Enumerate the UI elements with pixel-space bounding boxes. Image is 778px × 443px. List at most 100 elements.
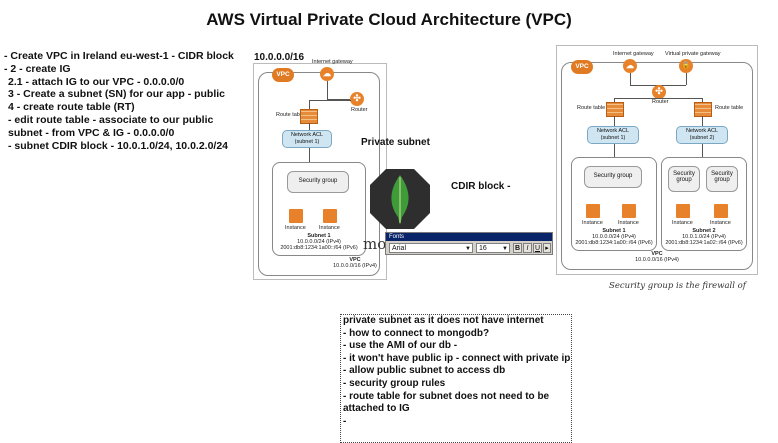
note-line: - how to connect to mongodb? [343, 327, 490, 339]
mongodb-leaf-icon [370, 169, 430, 229]
note-line: - route table for subnet does not need t… [343, 390, 550, 402]
connector [702, 98, 703, 103]
vpc-diagram-left: VPC Internet gateway ☁ ✣ Router Route ta… [253, 59, 387, 280]
security-group-box: Security group [584, 166, 642, 188]
router-label: Router [652, 99, 669, 105]
vpc-footer: VPC [349, 257, 361, 263]
network-acl-subnet: (subnet 1) [600, 135, 626, 141]
router-label: Router [351, 107, 368, 113]
font-size-select[interactable]: 16 ▼ [476, 243, 510, 253]
route-table-label: Route table [715, 105, 744, 111]
security-group-box: Security group [287, 171, 349, 193]
instance-icon [714, 204, 728, 218]
font-name-select[interactable]: Arial ▼ [389, 243, 473, 253]
chevron-down-icon[interactable]: ▼ [502, 246, 508, 252]
subnet-box: Security group Instance Instance Subnet … [571, 157, 657, 251]
network-acl: Network ACL (subnet 2) [676, 126, 728, 144]
connector [309, 100, 310, 111]
subnet-ipv6: 2001:db8:1234:1a02::/64 (IPv6) [665, 240, 743, 246]
route-table-icon [606, 102, 624, 117]
mongo-partial-text: mo [363, 235, 387, 253]
connector [702, 116, 703, 126]
router-icon: ✣ [350, 92, 364, 106]
instance-label: Instance [672, 220, 693, 226]
instance-label: Instance [710, 220, 731, 226]
connector [309, 148, 310, 162]
underline-button[interactable]: U [533, 243, 542, 253]
note-line: - edit route table - associate to our pu… [8, 113, 214, 126]
setup-notes: - Create VPC in Ireland eu-west-1 - CIDR… [4, 50, 244, 152]
subnet-title: Subnet 1 [307, 233, 331, 239]
subnet-ipv6: 2001:db8:1234:1a00::/64 (IPv6) [575, 240, 653, 246]
note-line: - it won't have public ip - connect with… [343, 352, 571, 364]
connector [614, 98, 702, 99]
bold-button[interactable]: B [513, 243, 522, 253]
connector [702, 144, 703, 157]
note-line: - security group rules [343, 377, 446, 389]
subnet-box: Security group Security group Instance I… [661, 157, 747, 251]
internet-gateway-label: Internet gateway [613, 51, 654, 57]
notes-textbox[interactable]: private subnet as it does not have inter… [340, 314, 572, 443]
security-group-caption: Security group is the firewall of [609, 281, 746, 291]
network-acl-label: Network ACL [596, 128, 630, 134]
route-table-label: Route table [577, 105, 606, 111]
instance-label: Instance [285, 225, 306, 231]
note-line: - subnet CDIR block - 10.0.1.0/24, 10.0.… [8, 139, 229, 152]
subnet-box: Security group Instance Instance Subnet … [272, 162, 366, 256]
note-line: 3 - Create a subnet (SN) for our app - p… [8, 88, 226, 101]
private-subnet-label: Private subnet [361, 137, 430, 148]
font-toolbar-title[interactable]: Fonts [386, 233, 552, 241]
subnet-ipv4: 10.0.1.0/24 (IPv4) [682, 234, 726, 240]
network-acl: Network ACL (subnet 1) [587, 126, 639, 144]
connector [686, 73, 687, 85]
connector [630, 73, 631, 85]
note-line: private subnet as it does not have inter… [343, 315, 544, 326]
vpc-badge: VPC [571, 60, 593, 74]
connector [614, 116, 615, 126]
vpc-footer: VPC [651, 251, 663, 257]
vpc-badge: VPC [272, 68, 294, 82]
internet-gateway-label: Internet gateway [312, 59, 353, 65]
internet-gateway-icon: ☁ [320, 67, 334, 81]
font-toolbar[interactable]: Fonts Arial ▼ 16 ▼ B I U ▸ [385, 232, 553, 255]
instance-icon [586, 204, 600, 218]
connector [327, 81, 328, 99]
note-line: - 2 - create IG [4, 62, 71, 75]
instance-icon [289, 209, 303, 223]
note-line: - Create VPC in Ireland eu-west-1 - CIDR… [4, 50, 234, 62]
note-line: 2.1 - attach IG to our VPC - 0.0.0.0/0 [8, 75, 185, 88]
note-line: - use the AMI of our db - [343, 340, 458, 352]
instance-label: Instance [618, 220, 639, 226]
vpc-diagram-right: VPC Internet gateway Virtual private gat… [556, 45, 758, 275]
connector [614, 144, 615, 157]
cidr-block-label: CDIR block - [451, 181, 511, 192]
connector [309, 100, 351, 101]
mongodb-logo [368, 167, 432, 231]
network-acl: Network ACL (subnet 1) [282, 130, 332, 148]
cidr-label: 10.0.0.0/16 [254, 52, 305, 63]
note-line: subnet - from VPC & IG - 0.0.0.0/0 [8, 126, 175, 139]
page-title: AWS Virtual Private Cloud Architecture (… [206, 10, 572, 29]
instance-icon [622, 204, 636, 218]
more-options-icon[interactable]: ▸ [543, 243, 551, 253]
route-table-label: Route table [276, 112, 305, 118]
security-group-box: Security group [668, 166, 700, 192]
subnet-title: Subnet 2 [692, 228, 716, 234]
italic-button[interactable]: I [523, 243, 532, 253]
security-group-box: Security group [706, 166, 738, 192]
network-acl-label: Network ACL [290, 132, 324, 138]
font-size-value: 16 [479, 245, 487, 252]
instance-icon [323, 209, 337, 223]
network-acl-subnet: (subnet 2) [689, 135, 715, 141]
note-line: - allow public subnet to access db [343, 365, 506, 377]
font-name-value: Arial [392, 245, 407, 252]
network-acl-label: Network ACL [685, 128, 719, 134]
note-line: attached to IG [343, 403, 410, 415]
instance-label: Instance [319, 225, 340, 231]
note-line: 4 - create route table (RT) [8, 101, 135, 114]
chevron-down-icon[interactable]: ▼ [465, 246, 471, 252]
instance-label: Instance [582, 220, 603, 226]
subnet-ipv4: 10.0.0.0/24 (IPv4) [592, 234, 636, 240]
route-table-icon [694, 102, 712, 117]
connector [327, 99, 350, 100]
